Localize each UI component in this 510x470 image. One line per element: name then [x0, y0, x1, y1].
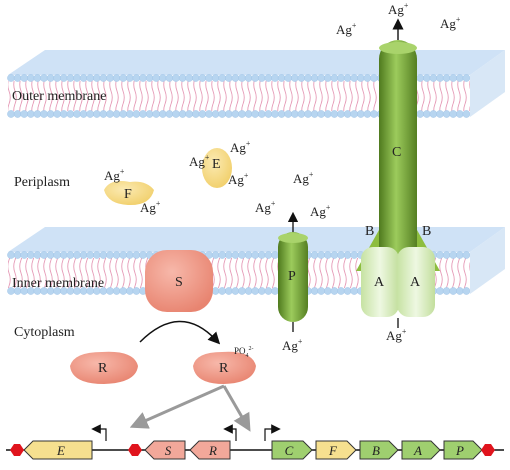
protein-R-active-label: R — [219, 361, 229, 376]
outer-membrane — [7, 50, 505, 118]
protein-C-label: C — [392, 145, 401, 160]
gene-r-label: R — [208, 443, 217, 458]
ion-periplasm-f1: Ag+ — [104, 167, 125, 183]
gene-f-label: F — [328, 443, 338, 458]
gene-r — [189, 440, 231, 460]
ion-cytoplasm-p: Ag+ — [282, 337, 303, 353]
protein-C — [379, 40, 417, 275]
protein-E: E — [202, 148, 232, 188]
protein-A-left-label: A — [374, 275, 385, 290]
terminator-left — [10, 444, 24, 456]
ion-outer-1: Ag+ — [336, 21, 357, 37]
protein-S: S — [145, 250, 213, 312]
terminator-right — [481, 444, 495, 456]
promoter-E — [91, 424, 107, 441]
gene-e — [23, 440, 93, 460]
gene-a — [401, 440, 441, 460]
protein-F: F — [104, 181, 154, 206]
protein-A-right — [397, 247, 435, 317]
gene-a-label: A — [413, 443, 422, 458]
ion-periplasm-e1: Ag+ — [230, 139, 251, 155]
protein-P-label: P — [288, 269, 296, 284]
ion-periplasm-e3: Ag+ — [228, 171, 249, 187]
ion-periplasm-p1: Ag+ — [255, 199, 276, 215]
outer-membrane-heads-bottom — [7, 110, 471, 118]
protein-R-inactive: R — [70, 351, 138, 384]
gene-s — [144, 440, 186, 460]
ion-outer-top: Ag+ — [388, 1, 409, 17]
protein-B-left-label: B — [365, 224, 374, 239]
outer-membrane-label: Outer membrane — [12, 89, 106, 104]
efflux-complex: B B C A A — [356, 18, 440, 328]
terminator-middle — [128, 444, 142, 456]
gene-c — [271, 440, 313, 460]
ion-outer-3: Ag+ — [440, 15, 461, 31]
gene-f — [315, 440, 357, 460]
protein-F-label: F — [124, 187, 132, 202]
protein-B-right-label: B — [422, 224, 431, 239]
gene-b-label: B — [372, 443, 380, 458]
ion-periplasm-4: Ag+ — [293, 170, 314, 186]
silver-ions: Ag+ Ag+ Ag+ Ag+ Ag+ Ag+ Ag+ Ag+ Ag+ Ag+ Ag+ Ag+ Ag+ — [104, 1, 461, 353]
gene-c-label: C — [285, 443, 294, 458]
periplasm-label: Periplasm — [14, 175, 70, 190]
gene-e-label: E — [56, 443, 65, 458]
ion-periplasm-e2: Ag+ — [189, 153, 210, 169]
regulation-arrow-right — [222, 385, 251, 432]
protein-R-active: R — [193, 351, 256, 384]
promoter-SR — [223, 424, 237, 441]
gene-p — [443, 440, 483, 460]
protein-R-inactive-label: R — [98, 361, 108, 376]
protein-E-label: E — [212, 157, 221, 172]
cytoplasm-label: Cytoplasm — [14, 325, 75, 340]
gene-p-label: P — [455, 443, 464, 458]
gene-s-label: S — [165, 443, 172, 458]
protein-S-label: S — [175, 275, 183, 290]
svg-text:PO42-: PO42- — [234, 346, 254, 359]
protein-P: P — [278, 211, 308, 332]
protein-A-right-label: A — [410, 275, 421, 290]
ion-cytoplasm-a: Ag+ — [386, 327, 407, 343]
promoter-CFBAP — [264, 424, 281, 441]
phosphorylation-arrow — [139, 320, 221, 345]
inner-membrane-label: Inner membrane — [12, 276, 104, 291]
ion-periplasm-p2: Ag+ — [310, 203, 331, 219]
protein-A-left — [361, 247, 399, 317]
ion-periplasm-f2: Ag+ — [140, 199, 161, 215]
phosphate-label: PO42- — [234, 346, 254, 359]
gene-b — [359, 440, 399, 460]
regulation-arrow-left — [129, 384, 225, 429]
